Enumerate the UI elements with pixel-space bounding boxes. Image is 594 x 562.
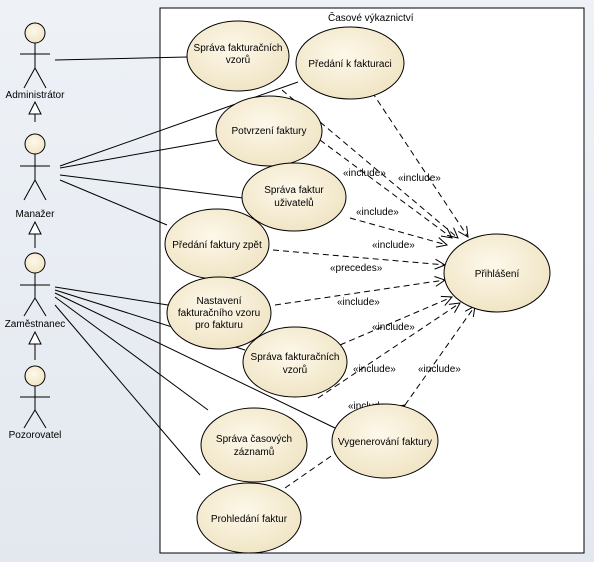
stick-figure-icon [20,252,50,317]
use-case-label: Nastavení [196,296,241,307]
use-case-vygenerovani-faktury[interactable]: Vygenerování faktury [331,403,439,479]
relation-label: «include» [418,364,461,375]
use-case-label: uživatelů [274,197,313,209]
actor-administrator[interactable]: Administrátor [6,22,66,101]
use-case-label: Správa fakturačních [194,43,283,54]
use-case-label: vzorů [283,364,307,376]
association-line [54,296,209,411]
actor-label: Manažer [16,209,56,220]
use-case-label: Předání faktury zpět [172,240,262,251]
use-case-label: Potvrzení faktury [231,126,306,137]
system-boundary-title: Časové výkaznictví [328,11,414,24]
use-case-predani-k-fakturaci[interactable]: Předání k fakturaci [295,26,405,100]
stick-figure-icon [20,133,50,201]
use-case-label: Správa fakturačních [251,352,340,363]
relation-label: «include» [337,297,380,308]
relation-label: «include» [372,240,415,251]
actor-zamestnanec[interactable]: Zaměstnanec [5,252,66,330]
use-case-label: fakturačního vzoru [178,308,260,319]
use-case-potvrzeni-faktury[interactable]: Potvrzení faktury [215,95,323,167]
use-case-label: Správa časových [216,434,292,445]
actor-label: Pozorovatel [9,430,62,441]
precedes-arrow [272,249,445,265]
use-case-label: Vygenerování faktury [338,437,432,448]
relation-label: «include» [356,207,399,218]
include-arrow [274,280,445,306]
association-line [54,56,188,61]
use-case-label: Správa faktur [264,185,324,196]
dependencies [272,89,475,489]
relation-label: «precedes» [330,263,383,274]
use-case-label: Prohledání faktur [211,514,288,525]
association-line [59,81,299,167]
use-case-label: vzorů [226,54,250,66]
actor-label: Zaměstnanec [5,319,66,330]
relation-label: «include» [343,168,386,179]
use-case-label: Předání k fakturaci [308,59,391,70]
include-arrow [404,306,475,406]
use-cases: Správa fakturačních vzorů Předání k fakt… [164,20,551,554]
relation-label: «include» [398,173,441,184]
include-arrow [319,139,452,238]
association-line [54,292,336,429]
association-line [54,286,169,306]
association-line [59,139,218,169]
use-case-prohledani-faktur[interactable]: Prohledání faktur [196,482,302,554]
actor-manazer[interactable]: Manažer [16,133,56,220]
stick-figure-icon [20,365,50,429]
actor-label: Administrátor [6,90,66,101]
use-case-label: pro fakturu [195,320,243,331]
include-arrow [339,297,452,346]
association-line [54,304,201,476]
use-case-predani-faktury-zpet[interactable]: Předání faktury zpět [164,208,270,280]
use-case-sprava-fakturacnich-vzoru-2[interactable]: Správa fakturačních vzorů [242,326,348,398]
stick-figure-icon [20,22,50,89]
include-arrow [371,91,468,237]
use-case-nastaveni-fakturacniho-vzoru[interactable]: Nastavení fakturačního vzoru pro fakturu [166,276,272,350]
use-case-sprava-faktur-uzivatelu[interactable]: Správa faktur uživatelů [241,162,347,232]
association-line [59,174,244,199]
use-case-prihlaseni[interactable]: Přihlášení [443,233,551,313]
use-case-label: Přihlášení [475,269,520,280]
use-case-label: záznamů [234,446,275,458]
relation-label: «include» [353,364,396,375]
use-case-sprava-casovych-zaznamu[interactable]: Správa časových záznamů [200,407,308,483]
include-arrow [317,303,460,399]
include-arrow [281,89,458,238]
relation-label: «include» [372,322,415,333]
include-arrow [349,217,447,245]
actor-pozorovatel[interactable]: Pozorovatel [9,365,62,441]
association-line [59,179,168,226]
use-case-sprava-fakturacnich-vzoru[interactable]: Správa fakturačních vzorů [186,20,290,92]
actors: Administrátor Manažer Zaměstnanec [5,22,66,441]
